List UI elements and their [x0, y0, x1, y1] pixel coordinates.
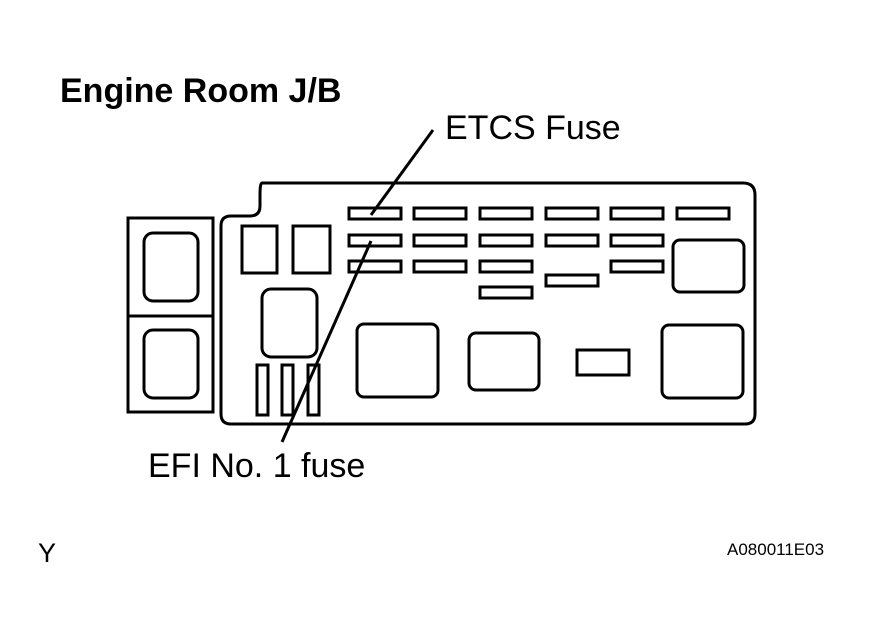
fuse	[412, 233, 468, 248]
fuse	[478, 259, 534, 274]
fuse	[609, 233, 665, 248]
relay-upper	[142, 231, 200, 303]
relay-small-2	[291, 224, 332, 275]
fuse	[544, 206, 600, 221]
relay-mid	[260, 287, 319, 359]
relay-large-mid	[467, 331, 541, 392]
fuse	[478, 206, 534, 221]
diagram-title: Engine Room J/B	[60, 72, 342, 110]
efi-fuse-label: EFI No. 1 fuse	[148, 447, 366, 485]
figure-code: A080011E03	[727, 540, 825, 559]
small-block	[575, 348, 631, 377]
vertical-fuse-2	[280, 363, 295, 417]
fuse	[544, 233, 600, 248]
fuse	[609, 206, 665, 221]
relay-right-lower	[660, 323, 745, 400]
relay-large-left	[355, 322, 440, 399]
efi-leader-line	[280, 240, 373, 443]
relay-small-1	[240, 224, 279, 275]
fuse	[544, 273, 600, 288]
fuse	[347, 259, 403, 274]
fuse-efi-no-1	[347, 233, 403, 248]
fuse	[609, 259, 665, 274]
fuse	[478, 233, 534, 248]
vertical-fuse-1	[255, 363, 270, 417]
fuse	[675, 206, 731, 221]
fuse	[412, 259, 468, 274]
vertical-fuse-3	[306, 363, 321, 417]
left-relay-block	[126, 216, 215, 414]
relay-right-upper	[671, 238, 746, 294]
etcs-fuse-label: ETCS Fuse	[445, 109, 621, 147]
corner-mark: Y	[38, 538, 57, 568]
fuse	[478, 285, 534, 300]
fuse	[412, 206, 468, 221]
relay-lower	[142, 328, 200, 400]
etcs-leader-line	[369, 129, 435, 216]
